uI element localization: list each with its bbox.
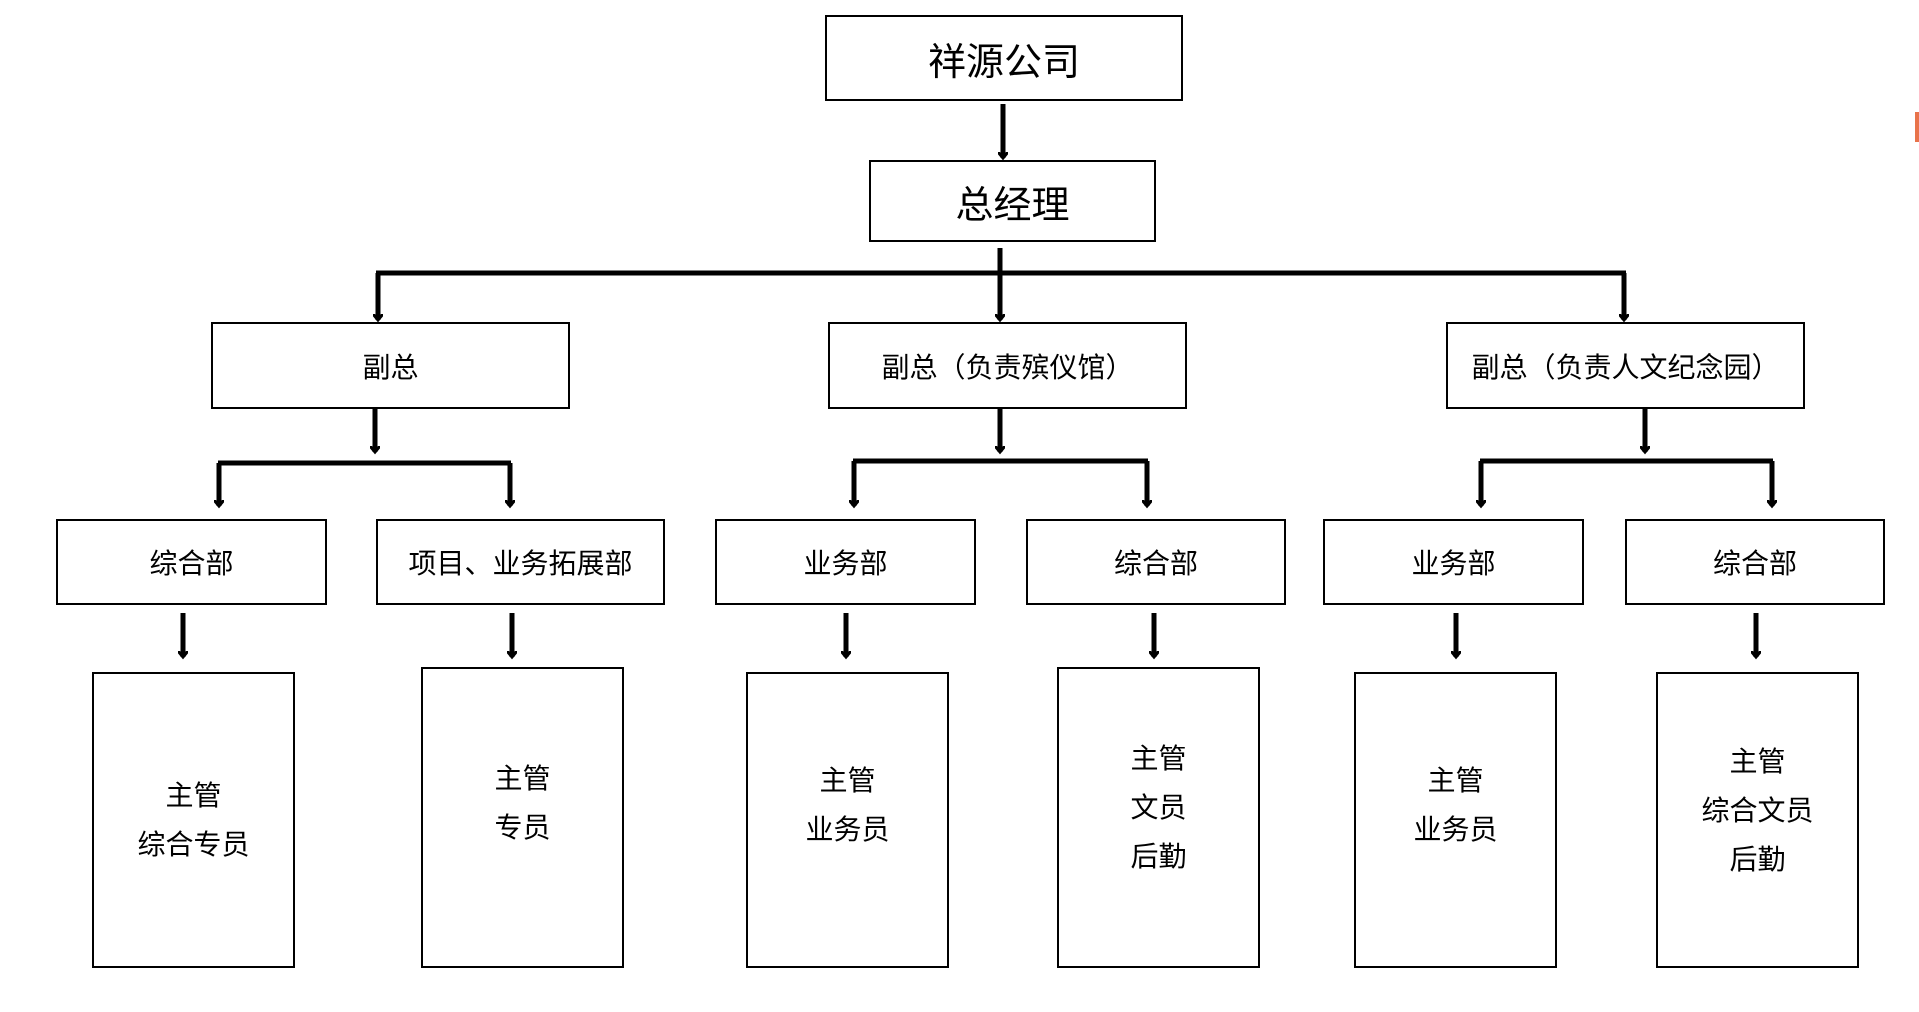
node-dept-1: 综合部 xyxy=(56,519,327,605)
role-item: 主管 xyxy=(1427,764,1484,797)
roles-list-4: 主管 文员 后勤 xyxy=(1130,734,1186,881)
node-general-manager: 总经理 xyxy=(869,160,1156,242)
node-roles-4: 主管 文员 后勤 xyxy=(1057,667,1260,968)
node-root: 祥源公司 xyxy=(825,15,1183,101)
roles-list-5: 主管 业务员 xyxy=(1413,756,1497,854)
node-dept-2: 项目、业务拓展部 xyxy=(376,519,665,605)
node-dept-5: 业务部 xyxy=(1323,519,1584,605)
roles-list-1: 主管 综合专员 xyxy=(137,771,249,869)
node-vp-1: 副总 xyxy=(211,322,570,409)
window-edge-accent xyxy=(1915,112,1919,142)
role-item: 主管 xyxy=(165,779,222,812)
role-item: 主管 xyxy=(494,761,551,795)
node-vp-3-label: 副总（负责人文纪念园） xyxy=(1471,350,1780,384)
node-dept-2-label: 项目、业务拓展部 xyxy=(408,547,633,580)
role-item: 综合文员 xyxy=(1701,793,1814,827)
node-dept-6: 综合部 xyxy=(1625,519,1885,605)
role-item: 业务员 xyxy=(805,813,890,846)
node-roles-6: 主管 综合文员 后勤 xyxy=(1656,672,1859,968)
role-item: 业务员 xyxy=(1413,813,1498,846)
node-roles-2: 主管 专员 xyxy=(421,667,624,968)
node-vp-1-label: 副总 xyxy=(362,350,419,384)
role-item: 主管 xyxy=(1729,744,1786,778)
role-item: 综合专员 xyxy=(137,828,250,861)
node-vp-2: 副总（负责殡仪馆） xyxy=(828,322,1187,409)
roles-list-3: 主管 业务员 xyxy=(805,756,889,854)
role-item: 主管 xyxy=(1130,742,1187,775)
node-vp-2-label: 副总（负责殡仪馆） xyxy=(881,350,1134,384)
roles-list-6: 主管 综合文员 后勤 xyxy=(1701,737,1813,884)
node-roles-3: 主管 业务员 xyxy=(746,672,949,968)
node-dept-6-label: 综合部 xyxy=(1712,547,1797,580)
roles-list-2: 主管 专员 xyxy=(494,754,550,852)
role-item: 主管 xyxy=(819,764,876,797)
node-dept-3-label: 业务部 xyxy=(803,547,888,580)
node-dept-1-label: 综合部 xyxy=(149,547,234,580)
node-vp-3: 副总（负责人文纪念园） xyxy=(1446,322,1805,409)
node-roles-1: 主管 综合专员 xyxy=(92,672,295,968)
node-dept-3: 业务部 xyxy=(715,519,976,605)
role-item: 后勤 xyxy=(1729,842,1786,876)
node-root-label: 祥源公司 xyxy=(927,39,1080,84)
role-item: 后勤 xyxy=(1130,840,1187,873)
node-dept-4-label: 综合部 xyxy=(1113,547,1198,580)
node-dept-5-label: 业务部 xyxy=(1411,547,1496,580)
node-general-manager-label: 总经理 xyxy=(955,182,1070,227)
node-dept-4: 综合部 xyxy=(1026,519,1286,605)
node-roles-5: 主管 业务员 xyxy=(1354,672,1557,968)
role-item: 文员 xyxy=(1130,791,1187,824)
role-item: 专员 xyxy=(494,810,551,844)
